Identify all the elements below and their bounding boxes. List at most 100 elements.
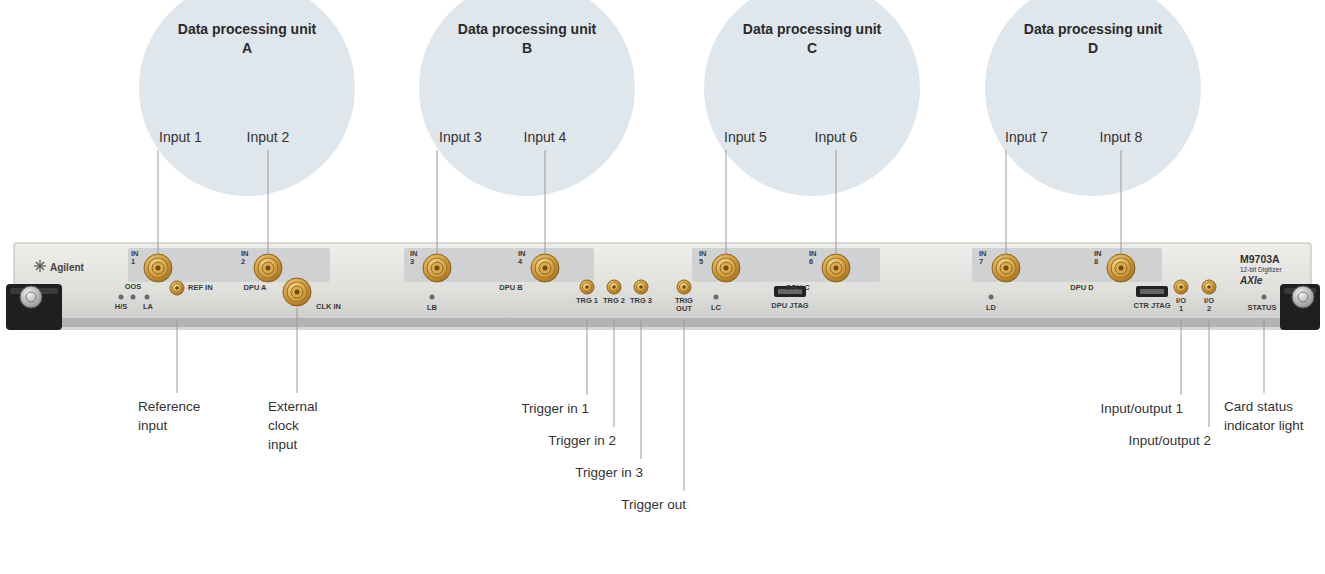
unit-circle: Data processing unit D Input 7 Input 8 [985,0,1201,196]
plate-shadow [14,327,1311,330]
dpu-inset [692,248,880,282]
port-label: IN 2 [241,250,251,266]
unit-circle-fill [419,0,635,196]
callout-label-slot: Trigger in 2 [548,431,616,450]
callout-label: Trigger out [621,495,686,514]
unit-title: Data processing unit D [1018,20,1168,58]
leader-lines [177,308,1264,491]
port-label: TRG 3 [630,297,652,305]
callout-label: Trigger in 1 [521,399,589,418]
led-label: LD [986,304,996,312]
unit-circle-fill [704,0,920,196]
callout-label: Card status indicator light [1224,397,1320,435]
callout-label: External clock input [268,397,330,454]
jtag-port [1136,286,1168,297]
led-label: LC [711,304,721,312]
unit-label-slot: DPU A [243,284,266,292]
input-leader-line [726,150,727,254]
input-label-slot: Input 5 [724,128,767,146]
input-label-slot: Input 1 [159,128,202,146]
plate-edge [14,318,1311,327]
input-label-slot: Input 2 [247,128,290,146]
input-connector [712,254,740,282]
input-leader-line [545,150,546,254]
callout-label-slot: Trigger in 1 [521,399,589,418]
port-label: DPU JTAG [771,302,808,310]
input-connector [531,254,559,282]
port-label: TRIG OUT [672,297,696,313]
unit-title-slot: Data processing unit D [1018,20,1168,58]
panel-screw [20,286,42,308]
input-connector [1107,254,1135,282]
callout-label: Input/output 1 [1100,399,1183,418]
led-label: LB [427,304,437,312]
input-connector [144,254,172,282]
model-number: M9703A [1240,253,1280,266]
unit-title-slot: Data processing unit B [452,20,602,58]
input-connector [822,254,850,282]
port-label-slot: DPU JTAG [771,302,808,310]
port-label: CLK IN [316,303,341,311]
port-label: IN 7 [979,250,989,266]
port-label: IN 8 [1094,250,1104,266]
callout-label-slot: Card status indicator light [1224,397,1320,435]
logo-starburst [34,260,46,272]
input-label: Input 3 [439,128,482,146]
callout-label-slot: External clock input [268,397,330,454]
standard-logo: AXIe [1240,274,1262,287]
input-label: Input 5 [724,128,767,146]
port-label: TRG 1 [576,297,598,305]
unit-label: DPU B [499,284,522,292]
port-label-slot: I/O 2 [1201,297,1217,313]
port-label: IN 5 [699,250,709,266]
led-label-slot: OOS [125,283,142,291]
input-label-slot: Input 8 [1100,128,1143,146]
unit-title: Data processing unit A [172,20,322,58]
port-label-slot: TRIG OUT [672,297,696,313]
input-label: Input 4 [524,128,567,146]
port-label-slot: IN 6 [809,250,819,266]
led-label: OOS [125,283,142,291]
callout-label-slot: Input/output 1 [1100,399,1183,418]
led-label-slot: H/S [115,303,128,311]
unit-title-slot: Data processing unit C [737,20,887,58]
led-label-slot: STATUS [1248,304,1277,312]
unit-title: Data processing unit B [452,20,602,58]
led-label: STATUS [1248,304,1277,312]
panel-screw [1292,286,1314,308]
dpu-inset [972,248,1162,282]
unit-label: DPU C [786,284,809,292]
port-label-slot: IN 4 [518,250,528,266]
jtag-port-slot [1140,289,1164,294]
brand-name: Agilent [50,261,84,274]
clock-connector [283,278,311,306]
input-leader-line [1006,150,1007,254]
input-label: Input 7 [1005,128,1048,146]
callout-label: Trigger in 2 [548,431,616,450]
callout-label-slot: Trigger in 3 [575,463,643,482]
model-number-slot: M9703A [1240,253,1280,266]
unit-label-slot: DPU C [786,284,809,292]
port-label-slot: CTR JTAG [1134,302,1171,310]
input-label-slot: Input 3 [439,128,482,146]
port-label: I/O 1 [1173,297,1189,313]
port-label: CTR JTAG [1134,302,1171,310]
unit-label-slot: DPU D [1070,284,1093,292]
port-label: IN 3 [410,250,420,266]
input-label: Input 1 [159,128,202,146]
unit-label: DPU A [243,284,266,292]
input-label: Input 2 [247,128,290,146]
port-label-slot: IN 1 [131,250,141,266]
unit-circle-fill [985,0,1201,196]
port-label-slot: IN 8 [1094,250,1104,266]
led-label-slot: LC [711,304,721,312]
port-label-slot: TRG 2 [603,297,625,305]
port-label-slot: IN 5 [699,250,709,266]
unit-label: DPU D [1070,284,1093,292]
unit-circle: Data processing unit CInput 5Input 6 [704,0,920,196]
io-connector [1202,280,1216,294]
led-label: H/S [115,303,128,311]
led-label-slot: LB [427,304,437,312]
input-leader-line [437,150,438,254]
led-label: LA [143,303,153,311]
